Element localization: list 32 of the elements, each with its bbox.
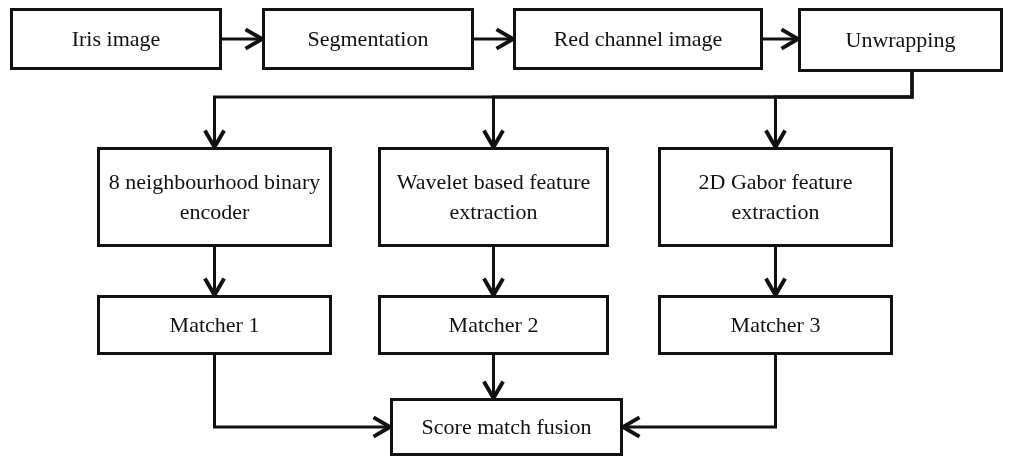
process-box — [513, 8, 763, 70]
arrow — [222, 27, 264, 51]
process-box — [378, 295, 609, 355]
arrow — [481, 355, 506, 400]
box-label: 8 neighbourhood binary encoder — [107, 168, 322, 226]
box-label: Matcher 3 — [730, 311, 821, 340]
box-label: Red channel image — [553, 25, 723, 54]
box-label: 2D Gabor feature extraction — [697, 168, 854, 226]
process-box — [390, 398, 623, 456]
process-box — [658, 147, 893, 247]
arrow — [213, 355, 392, 439]
arrow — [621, 355, 777, 439]
arrow — [763, 27, 800, 51]
process-box — [97, 147, 332, 247]
process-box — [97, 295, 332, 355]
process-box — [10, 8, 222, 70]
arrow — [763, 247, 788, 297]
box-label: Matcher 2 — [448, 311, 539, 340]
box-label: Matcher 1 — [169, 311, 260, 340]
arrow — [474, 27, 515, 51]
process-box — [658, 295, 893, 355]
process-box — [798, 8, 1003, 72]
process-box — [262, 8, 474, 70]
process-box — [378, 147, 609, 247]
arrow — [481, 247, 506, 297]
box-label: Wavelet based feature extraction — [395, 168, 592, 226]
box-label: Iris image — [71, 25, 161, 54]
box-label: Segmentation — [307, 25, 429, 54]
arrow — [202, 247, 227, 297]
arrow — [763, 72, 914, 149]
box-label: Score match fusion — [421, 413, 592, 442]
box-label: Unwrapping — [845, 26, 956, 55]
